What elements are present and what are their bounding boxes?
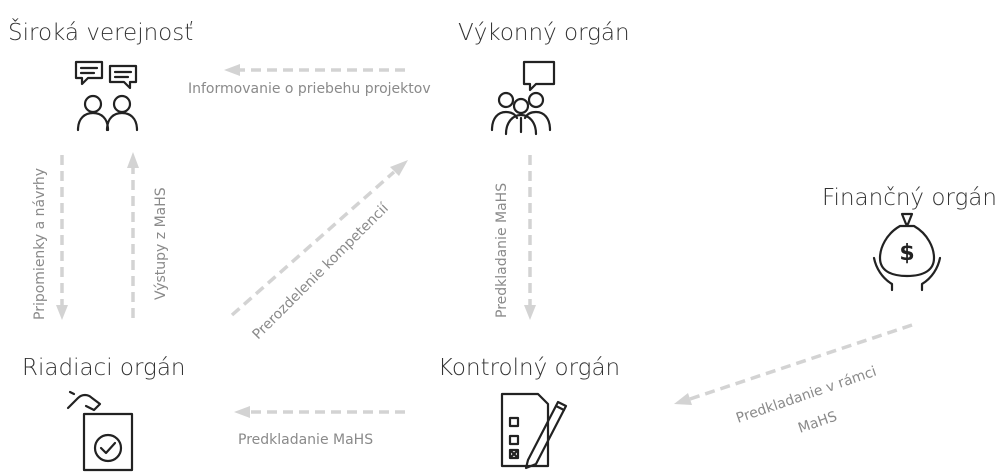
- arrow-control-to-governing: [234, 406, 405, 418]
- label-public-to-governing: Pripomienky a návrhy: [32, 168, 48, 320]
- arrow-financial-to-control: [674, 323, 913, 405]
- financial-title: Finančný orgán: [822, 185, 997, 211]
- governing-title: Riadiaci orgán: [22, 355, 186, 381]
- label-control-to-governing: Predkladanie MaHS: [238, 432, 373, 448]
- control-title: Kontrolný orgán: [438, 355, 620, 381]
- label-governing-to-public: Výstupy z MaHS: [153, 187, 169, 300]
- hand-checkbox-icon: [66, 390, 134, 472]
- arrow-public-to-governing: [56, 155, 68, 320]
- arrow-exec-to-public: [224, 64, 405, 76]
- label-exec-to-control: Predkladanie MaHS: [494, 183, 510, 318]
- arrow-exec-to-control: [524, 155, 536, 320]
- label-financial-to-control-line2: MaHS: [796, 409, 839, 437]
- svg-text:$: $: [899, 241, 914, 266]
- executive-title: Výkonný orgán: [458, 20, 630, 46]
- arrow-governing-to-public: [127, 152, 139, 318]
- arrow-governing-to-exec: [230, 160, 408, 317]
- label-governing-to-exec: Prerozdelenie kompetencií: [250, 200, 393, 343]
- speech-bubbles-people-icon: [74, 60, 139, 132]
- public-title: Široká verejnosť: [8, 18, 193, 46]
- label-exec-to-public: Informovanie o priebehu projektov: [188, 81, 431, 97]
- checklist-pen-icon: [500, 392, 568, 470]
- money-bag-hands-icon: $: [872, 212, 942, 292]
- meeting-group-icon: [490, 60, 556, 136]
